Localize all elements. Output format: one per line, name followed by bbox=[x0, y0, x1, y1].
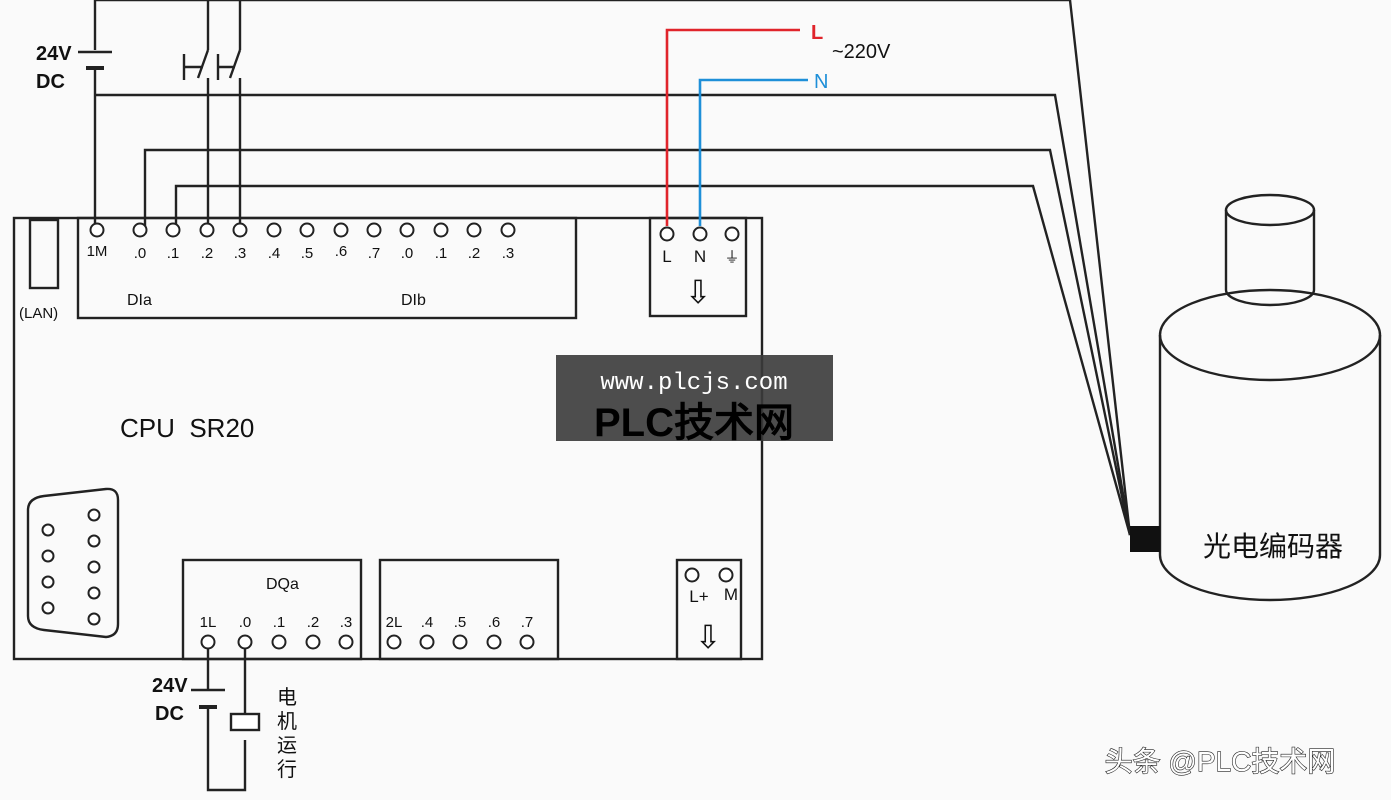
plc-model: CPU SR20 bbox=[120, 413, 254, 443]
encoder-shaft-top bbox=[1224, 193, 1316, 227]
di-terminal-label: .3 bbox=[502, 245, 515, 262]
mains-l-label: L bbox=[811, 22, 823, 44]
supply-bottom-voltage: 24V bbox=[152, 675, 188, 697]
motor-run-char: 运 bbox=[277, 735, 297, 757]
di-terminal-label: .3 bbox=[234, 245, 247, 262]
sensor-terminal-label: L+ bbox=[689, 587, 708, 606]
mains-n-label: N bbox=[814, 71, 828, 93]
credit: 头条 @PLC技术网 bbox=[1105, 746, 1336, 777]
di-terminal-label: 1M bbox=[87, 243, 108, 260]
lan-label: (LAN) bbox=[19, 305, 58, 322]
watermark: www.plcjs.com PLC技术网 bbox=[556, 355, 833, 445]
sensor-supply-block bbox=[675, 558, 743, 661]
push-button-1 bbox=[182, 49, 210, 80]
motor-run-char: 机 bbox=[277, 710, 297, 733]
wire-common-to-encoder bbox=[95, 93, 1132, 536]
wire-mains-n bbox=[698, 78, 808, 226]
di-terminal-block bbox=[76, 216, 578, 320]
di-terminal-label: .7 bbox=[368, 245, 381, 262]
dq-terminal-label: .2 bbox=[307, 614, 320, 631]
dq-terminal-label: .0 bbox=[239, 614, 252, 631]
power-terminal-block bbox=[648, 216, 748, 318]
lan-port bbox=[28, 218, 60, 290]
serial-port bbox=[26, 487, 120, 639]
di-terminal-label: .1 bbox=[167, 245, 180, 262]
dq-terminal-label: .3 bbox=[340, 614, 353, 631]
ground-icon: ⏚ bbox=[724, 249, 739, 266]
dq-terminal-label: .7 bbox=[521, 614, 534, 631]
di-terminal-label: .5 bbox=[301, 245, 314, 262]
dqa-label: DQa bbox=[266, 576, 299, 593]
supply-top-voltage: 24V bbox=[36, 43, 72, 65]
dq-terminal-label: .4 bbox=[421, 614, 434, 631]
encoder-body bbox=[1158, 335, 1382, 602]
watermark-name: PLC技术网 bbox=[594, 401, 794, 445]
motor-run-char: 电 bbox=[277, 686, 297, 709]
motor-relay-coil bbox=[229, 712, 261, 732]
dq-terminal-label: .1 bbox=[273, 614, 286, 631]
di-terminal-label: .0 bbox=[401, 245, 414, 262]
dq-terminal-label: .6 bbox=[488, 614, 501, 631]
dq-terminal-label: .5 bbox=[454, 614, 467, 631]
supply-top-type: DC bbox=[36, 71, 65, 93]
wire-mains-l bbox=[665, 28, 800, 226]
di-terminal-label: .2 bbox=[468, 245, 481, 262]
di-terminal-label: .0 bbox=[134, 245, 147, 262]
encoder-top bbox=[1158, 288, 1382, 382]
encoder-shaft bbox=[1224, 210, 1316, 307]
wire-supply-to-encoder bbox=[95, 0, 1132, 536]
mains-voltage-label: ~220V bbox=[832, 41, 891, 63]
power-terminal-label: N bbox=[694, 247, 706, 266]
di-terminal-label: .4 bbox=[268, 245, 281, 262]
dia-label: DIa bbox=[127, 292, 152, 309]
di-terminal-label: .1 bbox=[435, 245, 448, 262]
dq-terminal-label: 1L bbox=[200, 614, 217, 631]
sensor-terminal-label: M bbox=[724, 585, 738, 604]
dib-label: DIb bbox=[401, 292, 426, 309]
push-button-2 bbox=[216, 49, 242, 80]
encoder-connector bbox=[1130, 526, 1160, 552]
dq-terminal-label: 2L bbox=[386, 614, 403, 631]
dqb-terminal-block bbox=[378, 558, 560, 661]
di-terminal-label: .6 bbox=[335, 243, 348, 260]
arrow-down-icon: ⇩ bbox=[685, 274, 712, 310]
motor-run-char: 行 bbox=[277, 758, 297, 781]
wire-di1-encoder bbox=[174, 184, 1132, 536]
di-terminal-label: .2 bbox=[201, 245, 214, 262]
dqa-terminal-block bbox=[181, 558, 363, 661]
watermark-url: www.plcjs.com bbox=[600, 370, 787, 397]
arrow-down-icon: ⇩ bbox=[695, 619, 722, 655]
wire-di0-encoder bbox=[143, 148, 1132, 536]
power-terminal-label: L bbox=[662, 247, 671, 266]
encoder-label: 光电编码器 bbox=[1203, 531, 1343, 562]
supply-bottom-type: DC bbox=[155, 703, 184, 725]
